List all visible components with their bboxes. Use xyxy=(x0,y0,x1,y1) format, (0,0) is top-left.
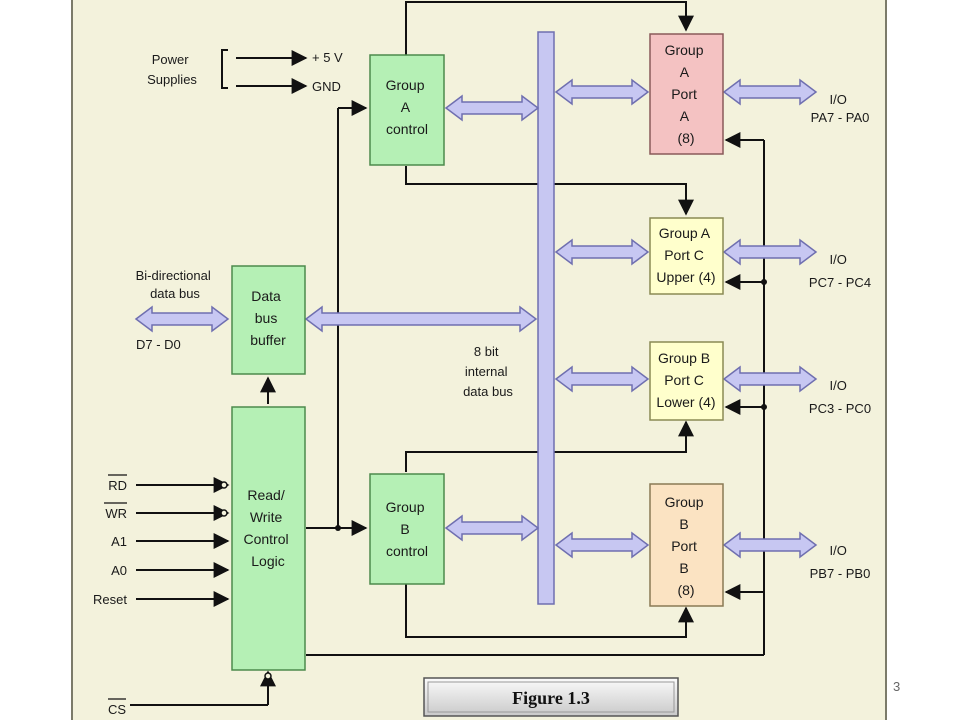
cs-label: CS xyxy=(108,702,126,717)
bidir-data-bus-arrow xyxy=(134,305,230,333)
port-c-lower-block xyxy=(649,341,724,421)
data-bus-buffer-block xyxy=(231,265,306,375)
io-arrow-pa xyxy=(722,78,818,106)
io-pa-label: I/O PA7 - PA0 xyxy=(811,92,870,125)
input-reset-label: Reset xyxy=(93,592,127,607)
port-c-upper-text: Group A Port C Upper (4) xyxy=(656,225,715,285)
figure-caption-inner xyxy=(427,681,675,713)
internal-bus-label: 8 bit internal data bus xyxy=(463,344,513,399)
internal-data-bus xyxy=(537,31,555,605)
io-pb-label: I/O PB7 - PB0 xyxy=(810,543,871,581)
power-supplies-label: Power Supplies xyxy=(147,52,197,87)
io-arrow-pcu xyxy=(722,238,818,266)
port-a-block xyxy=(649,33,724,155)
port-c-upper-block xyxy=(649,217,724,295)
active-low-bubbles xyxy=(220,481,272,680)
bus-arrow-group-b-control xyxy=(444,514,540,542)
input-rd-label: RD xyxy=(108,478,127,493)
bus-arrows xyxy=(134,78,818,559)
bus-arrow-port-cu xyxy=(554,238,650,266)
group-b-control-text: Group B control xyxy=(386,499,429,559)
junctions xyxy=(335,279,767,531)
bus-arrow-port-cl xyxy=(554,365,650,393)
group-a-control-block xyxy=(369,54,445,166)
port-b-block xyxy=(649,483,724,607)
io-pcl-label: I/O PC3 - PC0 xyxy=(809,378,871,416)
vcc-label: + 5 V xyxy=(312,50,343,65)
figure-caption: Figure 1.3 xyxy=(512,688,590,708)
page-number: 3 xyxy=(893,679,900,694)
rw-control-logic-block xyxy=(231,406,306,671)
port-c-lower-text: Group B Port C Lower (4) xyxy=(656,350,715,410)
data-bus-buffer-text: Data bus buffer xyxy=(250,288,286,348)
group-a-control-text: Group A control xyxy=(386,77,429,137)
group-b-control-block xyxy=(369,473,445,585)
bus-arrow-data-buffer xyxy=(304,305,538,333)
bidir-bus-label: Bi-directional data bus xyxy=(136,268,215,301)
io-arrow-pcl xyxy=(722,365,818,393)
port-b-text: Group B Port B (8) xyxy=(665,494,708,598)
data-lines-label: D7 - D0 xyxy=(136,337,181,352)
bus-arrow-group-a-control xyxy=(444,94,540,122)
io-arrow-pb xyxy=(722,531,818,559)
input-a0-label: A0 xyxy=(111,563,127,578)
input-a1-label: A1 xyxy=(111,534,127,549)
bus-arrow-port-b xyxy=(554,531,650,559)
gnd-label: GND xyxy=(312,79,341,94)
figure-caption-box xyxy=(423,677,679,717)
port-a-text: Group A Port A (8) xyxy=(665,42,708,146)
input-wr-label: WR xyxy=(105,506,127,521)
io-pcu-label: I/O PC7 - PC4 xyxy=(809,252,871,290)
bus-arrow-port-a xyxy=(554,78,650,106)
rw-control-logic-text: Read/ Write Control Logic xyxy=(243,487,292,569)
